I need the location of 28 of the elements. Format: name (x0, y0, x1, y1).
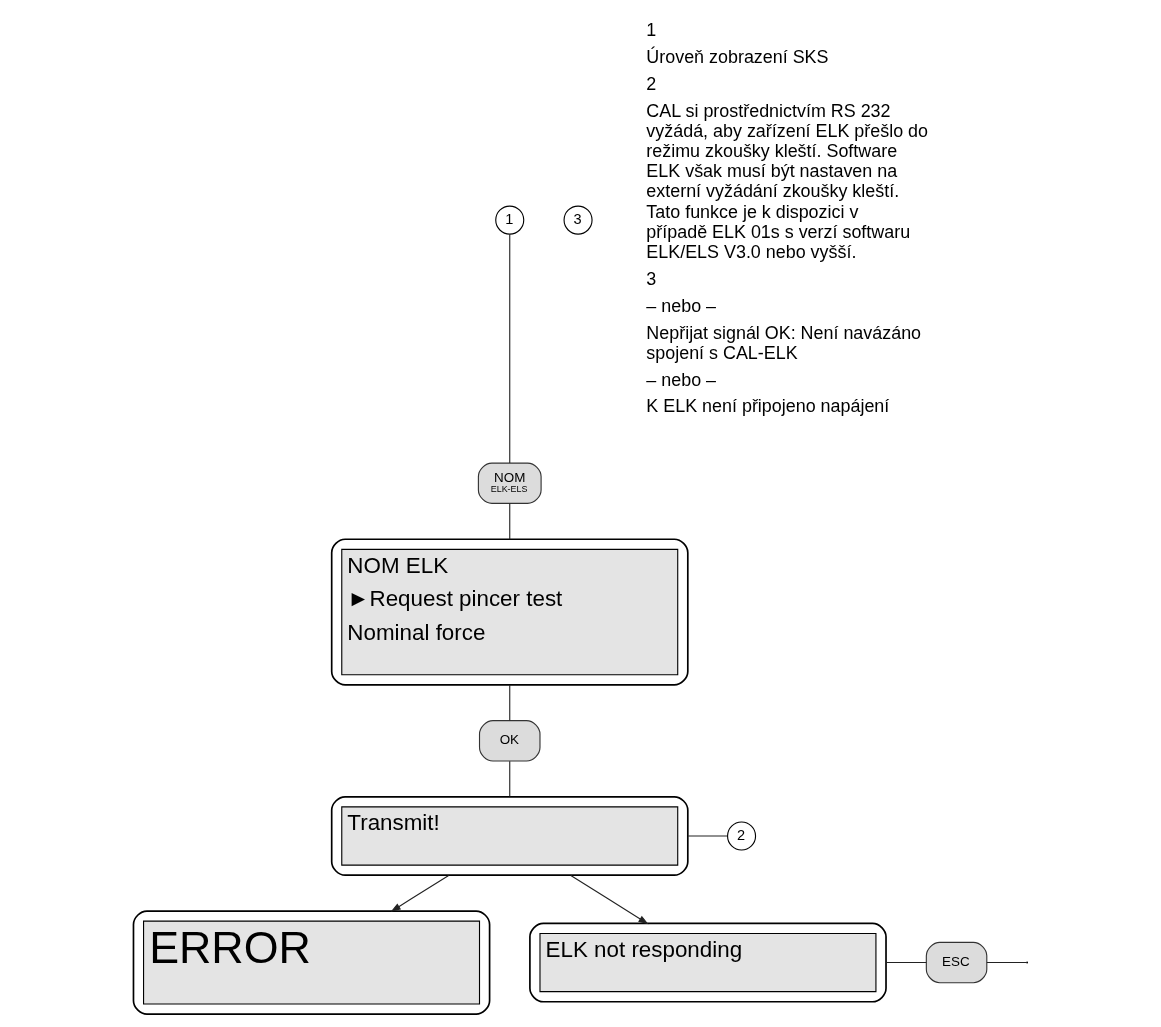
connector (986, 962, 1028, 964)
label: – nebo – (646, 369, 717, 390)
arrow (570, 874, 649, 925)
node-box: ELK not responding (529, 922, 887, 1003)
node-box: ERROR (132, 910, 491, 1015)
node-box: Transmit! (330, 796, 689, 877)
node-circle: 2 (727, 821, 757, 851)
label: 2 (646, 73, 657, 94)
connector (509, 684, 511, 722)
connector (509, 503, 511, 540)
label: Nepřijat signál OK: Není navázáno spojení s CAL-ELK (646, 322, 922, 363)
connector (509, 760, 511, 798)
label: – nebo – (646, 295, 717, 316)
arrow (390, 874, 450, 912)
node-box: OK (478, 720, 541, 762)
label: K ELK není připojeno napájení (646, 396, 890, 417)
node-box: NOM ELK ►Request pincer test Nominal force (330, 538, 689, 686)
label: 1 (646, 20, 657, 41)
node-circle: 3 (563, 205, 593, 235)
node-box: ESC (925, 941, 988, 984)
node-box: NOM ELK-ELS (477, 462, 542, 504)
connector (885, 962, 927, 964)
label: CAL si prostřednictvím RS 232 vyžádá, aby zařízení ELK přešlo do režimu zkoušky kleští. Software ELK však musí být nastaven na externí vyžádání zkoušky kleští. Tato funkce je k dispozici v případě ELK 01s s verzí softwaru ELK/ELS V3.0 nebo vyšší. (646, 100, 929, 262)
label: Úroveň zobrazení SKS (646, 47, 829, 68)
connector (687, 835, 728, 837)
label: 3 (646, 268, 657, 289)
connector (509, 233, 511, 464)
node-circle: 1 (495, 205, 525, 235)
